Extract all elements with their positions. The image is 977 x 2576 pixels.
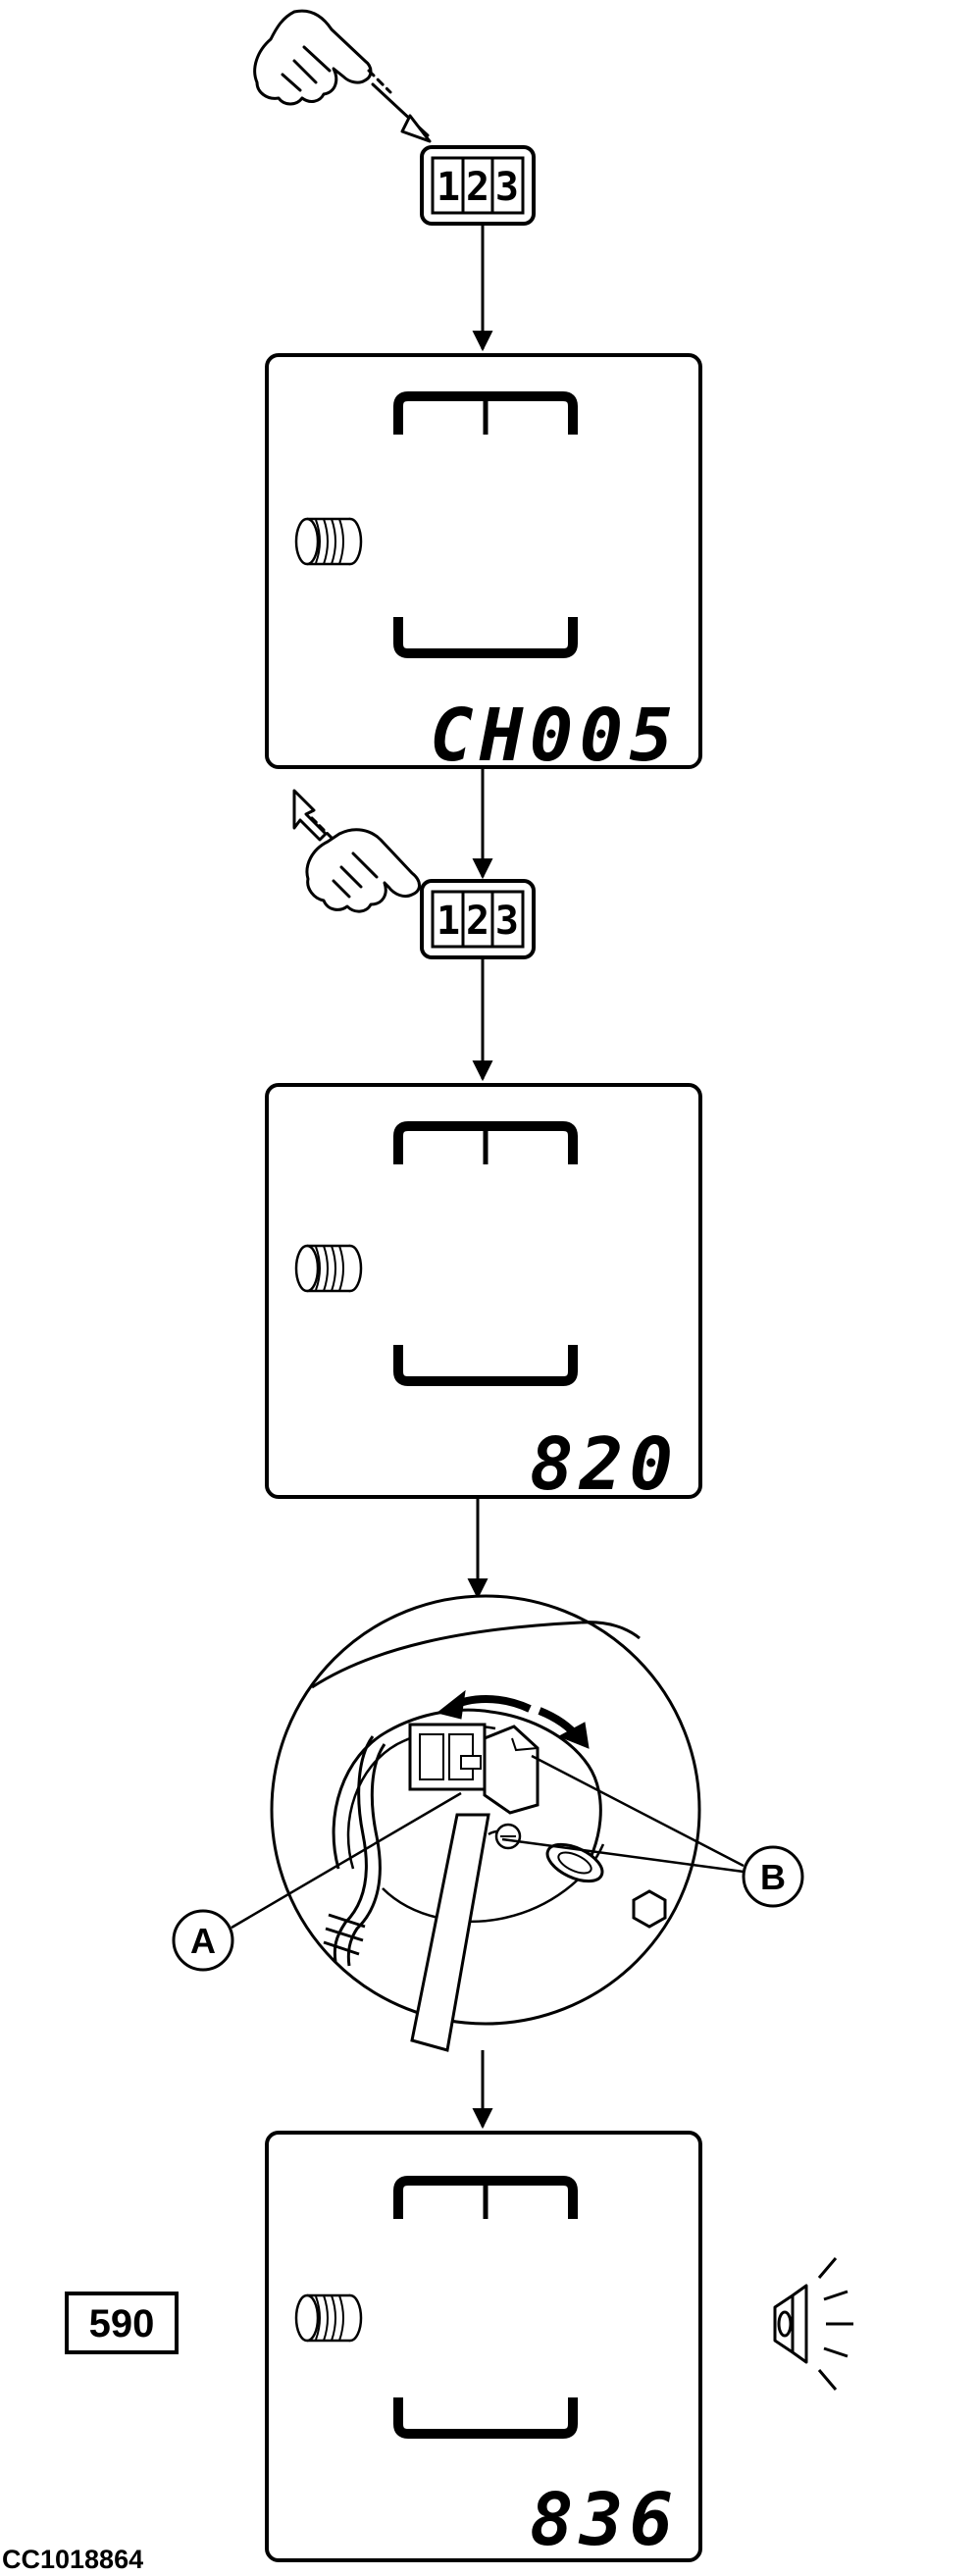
keypad-icon[interactable]: 123 [420, 145, 536, 226]
keypad-icon[interactable]: 123 [420, 879, 536, 959]
display-value: 820 [530, 1422, 679, 1507]
page-reference: 590 [65, 2292, 179, 2354]
bracket-bottom [393, 2397, 578, 2439]
callout-leaders [231, 1754, 745, 1930]
callout-a-label: A [190, 1921, 216, 1961]
figure-id: CC1018864 [2, 2545, 143, 2574]
lcd-display-1: CH005 [265, 353, 702, 778]
sensor-detail-view [270, 1594, 701, 2052]
coil-icon [294, 2293, 363, 2343]
page-reference-label: 590 [89, 2302, 155, 2345]
hand-press-icon [253, 9, 432, 143]
coil-icon [294, 517, 363, 566]
lcd-display-2: 820 [265, 1083, 702, 1507]
hand-press-icon [292, 789, 421, 913]
coil-icon [294, 1244, 363, 1293]
callout-a: A [172, 1909, 234, 1972]
display-value: CH005 [430, 694, 679, 778]
speaker-icon [773, 2257, 853, 2391]
bracket-bottom [393, 1345, 578, 1386]
lcd-display-3: 836 [265, 2131, 702, 2562]
callout-b-label: B [760, 1857, 786, 1897]
callout-b: B [742, 1845, 804, 1908]
keypad-label: 123 [437, 165, 519, 210]
display-value: 836 [530, 2478, 679, 2562]
bracket-bottom [393, 617, 578, 658]
keypad-label: 123 [437, 899, 519, 944]
